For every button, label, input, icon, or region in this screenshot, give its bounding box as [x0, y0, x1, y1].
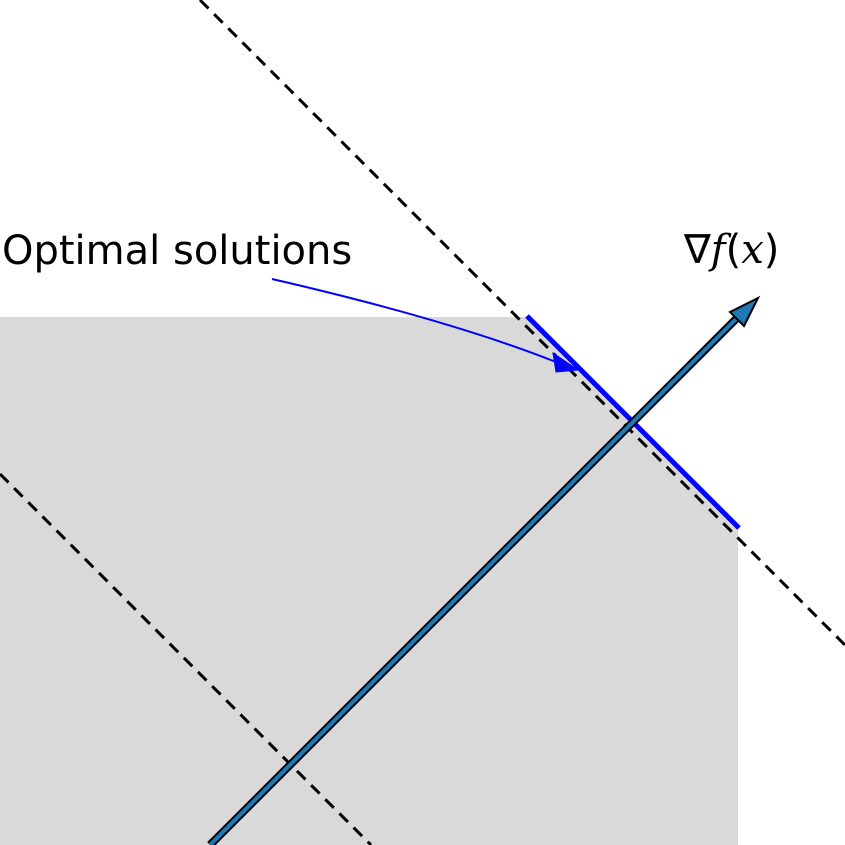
- gradient-label-open-paren: (: [726, 227, 742, 273]
- gradient-label-close-paren: ): [764, 227, 780, 273]
- gradient-arrow-shaft: [208, 316, 739, 845]
- annotation-arrow-line: [271, 278, 557, 363]
- gradient-label: ∇f(x): [683, 227, 779, 273]
- level-line-lower: [0, 472, 373, 845]
- feasible-region: [0, 317, 738, 845]
- gradient-label-x: x: [741, 227, 764, 273]
- annotation-label: Optimal solutions: [2, 228, 352, 274]
- level-line-optimal: [198, 0, 845, 647]
- gradient-arrow-head: [728, 295, 761, 328]
- annotation-arrow-head: [552, 351, 580, 373]
- gradient-label-nabla: ∇: [683, 227, 711, 273]
